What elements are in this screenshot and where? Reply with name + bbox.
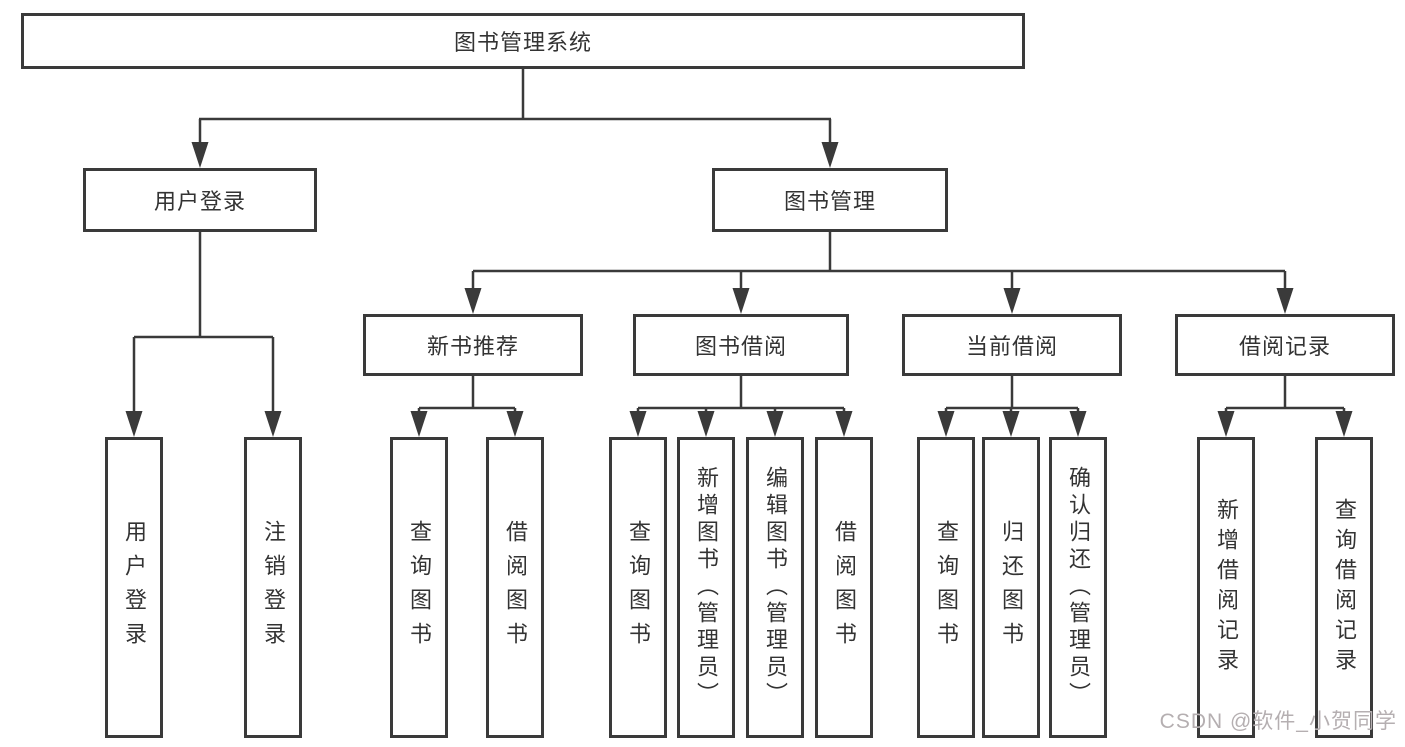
- node-user-login: 用户登录: [83, 168, 317, 232]
- node-book-management: 图书管理: [712, 168, 948, 232]
- node-nb-borrow-books-label: 借阅图书: [503, 519, 528, 656]
- connector-arrowheads: [125, 142, 1353, 437]
- node-nb-borrow-books: 借阅图书: [486, 437, 544, 738]
- node-user-login-label: 用户登录: [153, 189, 246, 214]
- node-leaf-user-login: 用户登录: [105, 437, 163, 738]
- node-leaf-logout-label: 注销登录: [261, 519, 286, 656]
- node-book-borrowing: 图书借阅: [633, 314, 849, 376]
- node-new-book-recommendation-label: 新书推荐: [426, 334, 519, 359]
- node-br-query-record-label: 查询借阅记录: [1332, 497, 1357, 678]
- node-borrowing-records-label: 借阅记录: [1238, 334, 1331, 359]
- node-leaf-logout: 注销登录: [244, 437, 302, 738]
- node-br-add-record: 新增借阅记录: [1197, 437, 1255, 738]
- node-nb-query-books: 查询图书: [390, 437, 448, 738]
- node-library-system: 图书管理系统: [21, 13, 1025, 69]
- node-borrowing-records: 借阅记录: [1175, 314, 1395, 376]
- node-cb-return-books-label: 归还图书: [999, 519, 1024, 656]
- node-bb-add-books-admin: 新增图书（管理员）: [677, 437, 735, 738]
- node-bb-borrow-books-label: 借阅图书: [832, 519, 857, 656]
- node-book-management-label: 图书管理: [783, 189, 876, 214]
- node-book-borrowing-label: 图书借阅: [694, 334, 787, 359]
- node-bb-query-books-label: 查询图书: [626, 519, 651, 656]
- node-bb-query-books: 查询图书: [609, 437, 667, 738]
- node-cb-confirm-return-admin-label: 确认归还（管理员）: [1066, 466, 1091, 709]
- node-new-book-recommendation: 新书推荐: [363, 314, 583, 376]
- node-br-add-record-label: 新增借阅记录: [1214, 497, 1239, 678]
- node-bb-edit-books-admin: 编辑图书（管理员）: [746, 437, 804, 738]
- node-bb-borrow-books: 借阅图书: [815, 437, 873, 738]
- node-current-borrowing: 当前借阅: [902, 314, 1122, 376]
- node-bb-add-books-admin-label: 新增图书（管理员）: [694, 466, 719, 709]
- node-current-borrowing-label: 当前借阅: [965, 334, 1058, 359]
- node-br-query-record: 查询借阅记录: [1315, 437, 1373, 738]
- node-cb-return-books: 归还图书: [982, 437, 1040, 738]
- node-cb-query-books: 查询图书: [917, 437, 975, 738]
- watermark: CSDN @软件_小贺同学: [1159, 710, 1397, 733]
- node-cb-confirm-return-admin: 确认归还（管理员）: [1049, 437, 1107, 738]
- node-cb-query-books-label: 查询图书: [934, 519, 959, 656]
- node-library-system-label: 图书管理系统: [453, 30, 592, 55]
- node-bb-edit-books-admin-label: 编辑图书（管理员）: [763, 466, 788, 709]
- node-nb-query-books-label: 查询图书: [407, 519, 432, 656]
- node-leaf-user-login-label: 用户登录: [122, 519, 147, 656]
